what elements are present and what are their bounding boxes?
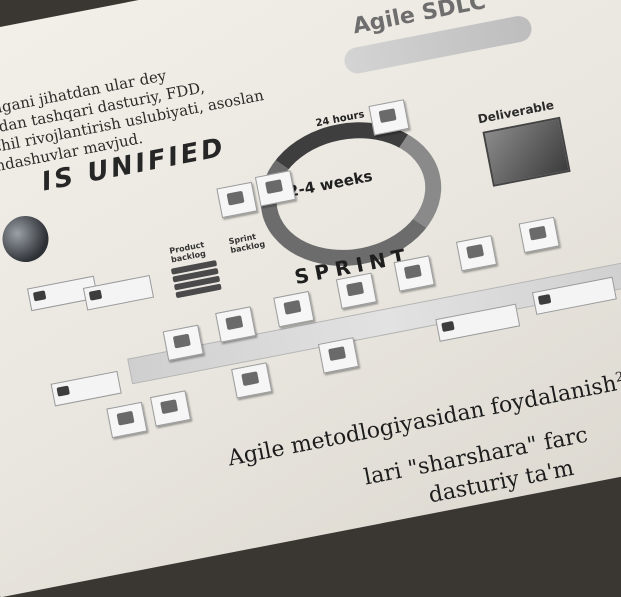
tile-icon: [455, 235, 498, 272]
process-arrow: [127, 259, 621, 385]
globe-icon: [0, 212, 53, 266]
tile-icon: [273, 290, 315, 328]
tile-icon: [393, 255, 435, 292]
tile-icon: [149, 390, 192, 427]
tile-icon: [231, 362, 273, 399]
tile-icon: [216, 181, 258, 219]
label-box: [50, 370, 122, 407]
tile-icon: [106, 401, 148, 439]
tile-icon: [335, 272, 377, 309]
deliverable-box-icon: [482, 116, 571, 187]
tile-icon: [317, 337, 359, 374]
tile-icon: [518, 216, 560, 254]
tile-icon: [368, 99, 410, 136]
